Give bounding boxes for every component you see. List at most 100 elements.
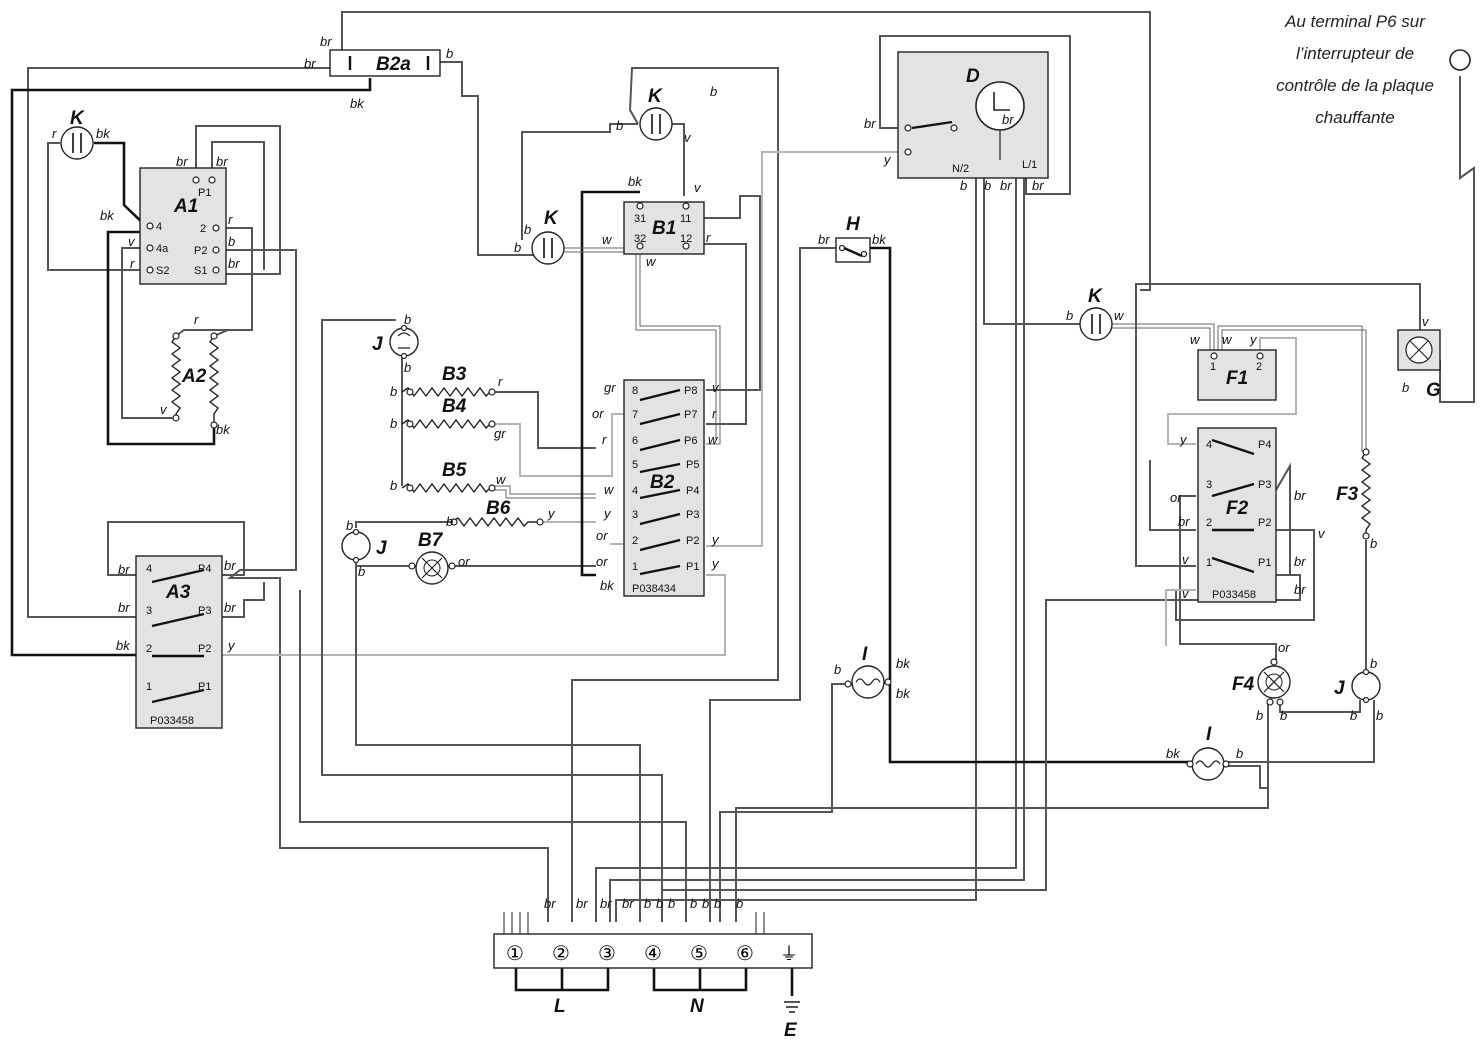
wl-93: b (1350, 708, 1357, 723)
wl-87: br (1294, 582, 1306, 597)
b2-pin-p7: P7 (684, 409, 697, 421)
wl-5: r (52, 126, 57, 141)
a3-pin-1: 1 (146, 681, 152, 693)
note-line-1: Au terminal P6 sur (1285, 12, 1425, 31)
wire-d-n2b (983, 172, 1082, 325)
label-b2a: B2a (376, 54, 411, 75)
wl-59: y (711, 556, 720, 571)
wl-33: r (706, 230, 711, 245)
terminal-4: ④ (644, 943, 662, 965)
wl-70: bk (896, 656, 911, 671)
terminal-2: ② (552, 943, 570, 965)
wire-h-br (709, 247, 836, 922)
label-f1: F1 (1226, 368, 1248, 389)
wl-61: y (883, 152, 892, 167)
wires (10, 11, 1475, 1013)
wl-9: bk (100, 208, 115, 223)
b2-pin-6: 6 (632, 435, 638, 447)
wl-42: b (446, 514, 453, 529)
wire-f1-f3 (1217, 325, 1363, 452)
wire-h-bk (870, 246, 892, 680)
resistor-b5: B5 (401, 460, 496, 494)
wl-46: or (458, 554, 470, 569)
wire-d-l1b (609, 170, 1025, 922)
wire-a3-top-loop (107, 521, 245, 576)
wl-52: or (596, 528, 608, 543)
b2-pin-3: 3 (632, 509, 638, 521)
wl-103: b (668, 896, 675, 911)
label-a3: A3 (165, 582, 191, 603)
wl-96: b (1236, 746, 1243, 761)
wl-19: br (224, 558, 236, 573)
component-f1: F1 1 2 (1197, 349, 1277, 401)
note-line-3: contrôle de la plaque (1276, 76, 1434, 95)
wl-1: br (320, 34, 332, 49)
wl-73: w (1114, 308, 1125, 323)
wire-f2-p3 (1275, 462, 1291, 575)
fan-b7: B7 (408, 530, 456, 585)
a1-pin-4: 4 (156, 221, 162, 233)
wl-84: br (1294, 488, 1306, 503)
label-g: G (1426, 380, 1441, 401)
component-d: D N/2 L/1 (897, 51, 1049, 179)
wl-25: b (616, 118, 623, 133)
f1-pin-2: 2 (1256, 361, 1262, 373)
wl-77: v (1422, 314, 1430, 329)
wl-102: b (656, 896, 663, 911)
wire-E-sym (784, 1001, 800, 1013)
wire-f2-v (1175, 529, 1315, 621)
wl-72: b (1066, 308, 1073, 323)
wl-75: w (1222, 332, 1233, 347)
wire-d-top (879, 35, 1071, 195)
wire-labels: br br b bk r bk br br bk v r r b br r v … (52, 34, 1430, 911)
label-l: L (554, 996, 566, 1017)
wl-14: br (228, 256, 240, 271)
wl-15: r (194, 312, 199, 327)
label-e: E (784, 1020, 798, 1041)
wire-k-f1-w (1112, 323, 1215, 352)
wl-18: br (118, 562, 130, 577)
wl-97: br (544, 896, 556, 911)
b1-pin-11: 11 (680, 213, 691, 225)
wire-b4-b2 (492, 413, 624, 477)
label-b1: B1 (652, 218, 676, 239)
a1-pin-p1: P1 (198, 187, 211, 199)
b2-part-number: P038434 (632, 583, 676, 595)
wire-b1-bk (580, 190, 640, 577)
d-pin-n2: N/2 (952, 163, 969, 175)
b2-pin-1: 1 (632, 561, 638, 573)
wire-j2-left (355, 560, 641, 922)
f2-pin-3: 3 (1206, 479, 1212, 491)
wire-N-bridge (652, 968, 748, 992)
label-b2: B2 (650, 472, 675, 493)
wl-20: br (118, 600, 130, 615)
f2-pin-4: 4 (1206, 439, 1212, 451)
wl-40: b (390, 478, 397, 493)
wl-32: w (646, 254, 657, 269)
wl-67: br (818, 232, 830, 247)
component-a1: A1 P1 4 4a S2 2 P2 S1 (139, 167, 227, 285)
a3-pin-p4: P4 (198, 563, 211, 575)
capacitor-k-4: K (1079, 286, 1113, 341)
wl-28: v (694, 180, 702, 195)
wl-6: bk (96, 126, 111, 141)
wire-b-left (299, 590, 687, 922)
wl-23: y (227, 638, 236, 653)
label-k-1: K (70, 108, 85, 129)
wl-7: br (176, 154, 188, 169)
wl-10: v (128, 234, 136, 249)
wl-106: b (714, 896, 721, 911)
label-a2: A2 (181, 366, 207, 387)
a3-pin-2: 2 (146, 643, 152, 655)
fan-g: G (1397, 329, 1441, 401)
label-b5: B5 (442, 460, 467, 481)
wl-44: b (346, 518, 353, 533)
component-b2: B2 8 P8 7 P7 6 P6 5 P5 4 P4 3 P3 2 P2 1 … (623, 379, 705, 597)
wire-k-top (521, 123, 638, 240)
wire-f4-down (735, 702, 1269, 922)
wl-29: b (514, 240, 521, 255)
b2-pin-2: 2 (632, 535, 638, 547)
b2-pin-8: 8 (632, 385, 638, 397)
resistor-b3: B3 (401, 364, 496, 398)
wl-104: b (690, 896, 697, 911)
